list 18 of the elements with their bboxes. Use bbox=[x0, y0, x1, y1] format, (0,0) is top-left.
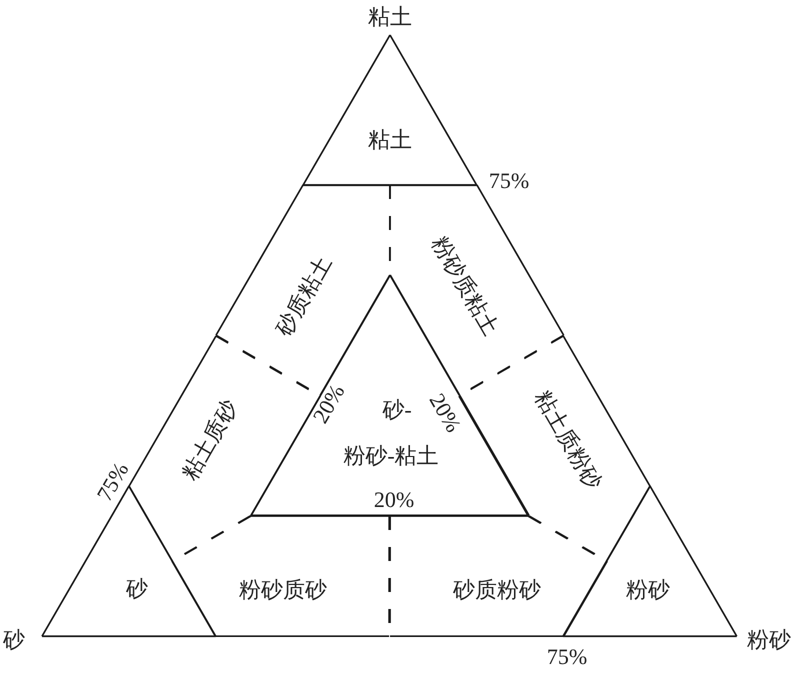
percent-label: 75% bbox=[546, 644, 588, 670]
percent-label: 75% bbox=[488, 168, 530, 194]
region-label: 砂- bbox=[382, 398, 412, 422]
vertex-label: 砂 bbox=[3, 628, 25, 652]
region-label: 砂质粘土 bbox=[272, 252, 336, 340]
region-label: 粉砂-粘土 bbox=[343, 444, 439, 468]
region-label: 粘土质砂 bbox=[178, 396, 242, 484]
region-label: 砂质粉砂 bbox=[453, 578, 541, 602]
vertex-label: 粉砂 bbox=[747, 628, 791, 652]
percent-label: 75% bbox=[92, 458, 134, 506]
vertex-label: 粘土 bbox=[368, 4, 412, 30]
region-label: 粘土 bbox=[368, 128, 412, 152]
region-label: 粘土质粉砂 bbox=[530, 386, 606, 494]
region-label: 粉砂质砂 bbox=[239, 578, 327, 602]
region-label: 粉砂质粘土 bbox=[427, 232, 503, 340]
region-label: 砂 bbox=[126, 576, 148, 602]
percent-label: 20% bbox=[374, 488, 414, 512]
region-label: 粉砂 bbox=[626, 578, 670, 602]
